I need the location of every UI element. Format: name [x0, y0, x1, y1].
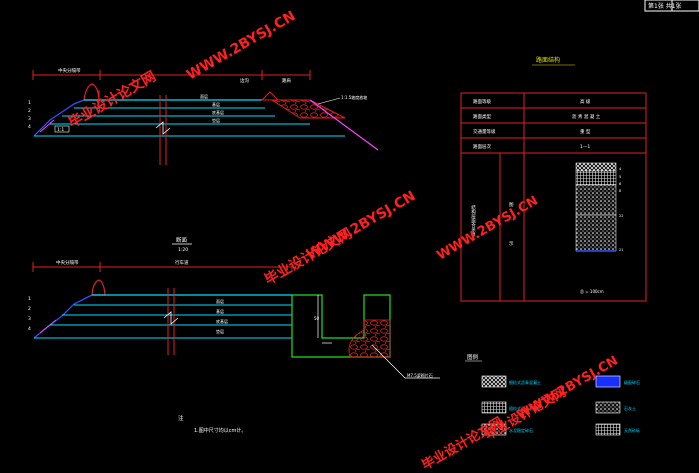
legend-item-label: 石灰土 — [624, 405, 636, 411]
section-scale: 1:20 — [178, 247, 188, 253]
watermark-url: WWW.2BYSJ.CN — [304, 188, 418, 263]
table-bottom-mid-bottom: 示 — [509, 241, 514, 247]
slope-label: 1:1.5坡度放坡 — [341, 94, 367, 100]
bottom-layer-label: 面层 — [216, 298, 224, 304]
bottom-middle-dim-label: 行车道 — [175, 259, 189, 266]
left-layer-label: 2 — [28, 108, 31, 114]
top-cross-section: 中央分隔带 边沟 路肩 1 2 3 4 1:1 面层 基层 底基层 垫层 — [28, 67, 379, 165]
ditch-dim-label: 50 — [314, 316, 320, 321]
table-row-label: 交通量等级 — [473, 128, 496, 135]
note-heading: 注 — [178, 414, 184, 422]
legend: 图例 细粒式沥青混凝土 粗粒式沥青混凝土 水泥稳定碎石 级配碎石 石灰土 天然砂… — [465, 353, 640, 436]
table-bottom-left-label: 结构层组合示意 — [471, 204, 476, 237]
layer-label: 底基层 — [212, 109, 224, 115]
legend-swatch-5 — [595, 401, 621, 414]
table-row-value: 高 级 — [580, 98, 591, 105]
column-mark: 6 — [619, 182, 621, 186]
legend-swatch-4 — [595, 375, 621, 388]
ditch-label: 边沟 — [240, 77, 249, 84]
legend-swatch-3 — [481, 423, 507, 436]
ditch-rock-fill — [348, 319, 391, 358]
right-dim-label: 路肩 — [282, 77, 291, 84]
column-mark: 8 — [619, 189, 621, 193]
ditch-callout-leader — [371, 344, 406, 379]
bottom-top-dim-label: 中央分隔带 — [56, 259, 79, 266]
table-total-label: 总 = 100cm — [580, 288, 604, 294]
legend-item-label: 水泥稳定碎石 — [509, 427, 533, 433]
column-layer-2 — [575, 170, 617, 186]
column-layer-3 — [575, 184, 617, 216]
table-row-value: 沥 青 混 凝 土 — [572, 113, 601, 120]
note-text: 1.图中尺寸均以cm计。 — [194, 427, 246, 434]
bottom-break-symbol — [163, 311, 179, 325]
watermark-url: WWW.2BYSJ.CN — [435, 193, 541, 263]
bottom-layer-label: 底基层 — [216, 318, 228, 324]
legend-swatch-6 — [595, 423, 621, 436]
bottom-cross-section: 断面 1:20 中央分隔带 行车道 1 2 3 4 面层 基层 底基层 垫层 5… — [28, 236, 440, 434]
legend-item-label: 级配碎石 — [624, 379, 640, 385]
table-row-label: 路面等级 — [473, 98, 491, 105]
table-bottom-mid-top: 图 — [509, 202, 514, 208]
legend-item-label: 粗粒式沥青混凝土 — [509, 405, 541, 411]
left-bench-label: 1:1 — [57, 127, 64, 133]
table-row-value: 重 型 — [580, 128, 591, 135]
bottom-layer-label: 垫层 — [216, 328, 224, 334]
bottom-left-layer-label: 2 — [28, 306, 31, 312]
column-side-mark: 21 — [619, 248, 623, 252]
legend-swatch-1 — [481, 375, 507, 388]
watermark-url: WWW.2BYSJ.CN — [184, 8, 298, 83]
left-layer-label: 3 — [28, 116, 31, 122]
column-mark: 4 — [619, 167, 622, 171]
column-side-mark: 22 — [619, 214, 623, 218]
legend-item-label: 天然砂砾 — [624, 427, 640, 433]
break-symbol — [155, 121, 171, 135]
sheet-label: 第1张 共1张 — [648, 2, 682, 10]
bottom-left-slope-accent — [39, 319, 57, 334]
column-layer-1 — [575, 162, 617, 172]
legend-swatch-2 — [481, 401, 507, 414]
ditch-outline — [291, 294, 391, 358]
ditch-callout: M7.5浆砌片石 — [407, 372, 433, 378]
table-row-label: 路面层次 — [473, 143, 491, 150]
legend-item-label: 细粒式沥青混凝土 — [509, 379, 541, 385]
right-slope-line — [309, 99, 379, 151]
right-curb — [260, 91, 280, 101]
column-layer-4 — [575, 214, 617, 252]
structure-table: 路面结构 路面等级 高 级 路面类型 沥 青 混 凝 土 交通量等级 重 型 路… — [460, 56, 647, 302]
left-bench-box — [54, 125, 70, 133]
layer-label: 基层 — [212, 101, 220, 107]
bottom-left-slope — [33, 294, 93, 339]
left-layer-label: 1 — [28, 100, 31, 106]
rock-fill-area — [270, 99, 346, 119]
layer-label: 面层 — [200, 93, 208, 99]
bottom-left-layer-label: 1 — [28, 296, 31, 302]
watermarks: 毕业设计论文网 WWW.2BYSJ.CN 毕业设计论文网 WWW.2BYSJ.C… — [66, 8, 621, 473]
structure-table-title: 路面结构 — [536, 56, 560, 64]
legend-title: 图例 — [467, 353, 479, 361]
column-mark: 5 — [619, 175, 621, 179]
bottom-curb — [91, 279, 106, 296]
table-frame — [460, 92, 647, 302]
bottom-left-layer-label: 3 — [28, 316, 31, 322]
bottom-left-layer-label: 4 — [28, 326, 31, 332]
layer-label: 垫层 — [212, 117, 220, 123]
bottom-layer-label: 基层 — [216, 308, 224, 314]
watermark-cn: 毕业设计论文网 — [419, 414, 506, 473]
section-title: 断面 — [176, 236, 188, 244]
title-block: 第1张 共1张 — [644, 0, 699, 12]
table-row-value: 1—1 — [580, 144, 590, 150]
left-slope-line — [33, 99, 85, 137]
left-slope-accent — [39, 119, 55, 133]
curb-shape — [83, 83, 100, 101]
left-layer-label: 4 — [28, 124, 31, 130]
top-dim-label: 中央分隔带 — [58, 67, 81, 74]
table-row-label: 路面类型 — [473, 113, 491, 120]
slope-leader — [317, 97, 341, 105]
